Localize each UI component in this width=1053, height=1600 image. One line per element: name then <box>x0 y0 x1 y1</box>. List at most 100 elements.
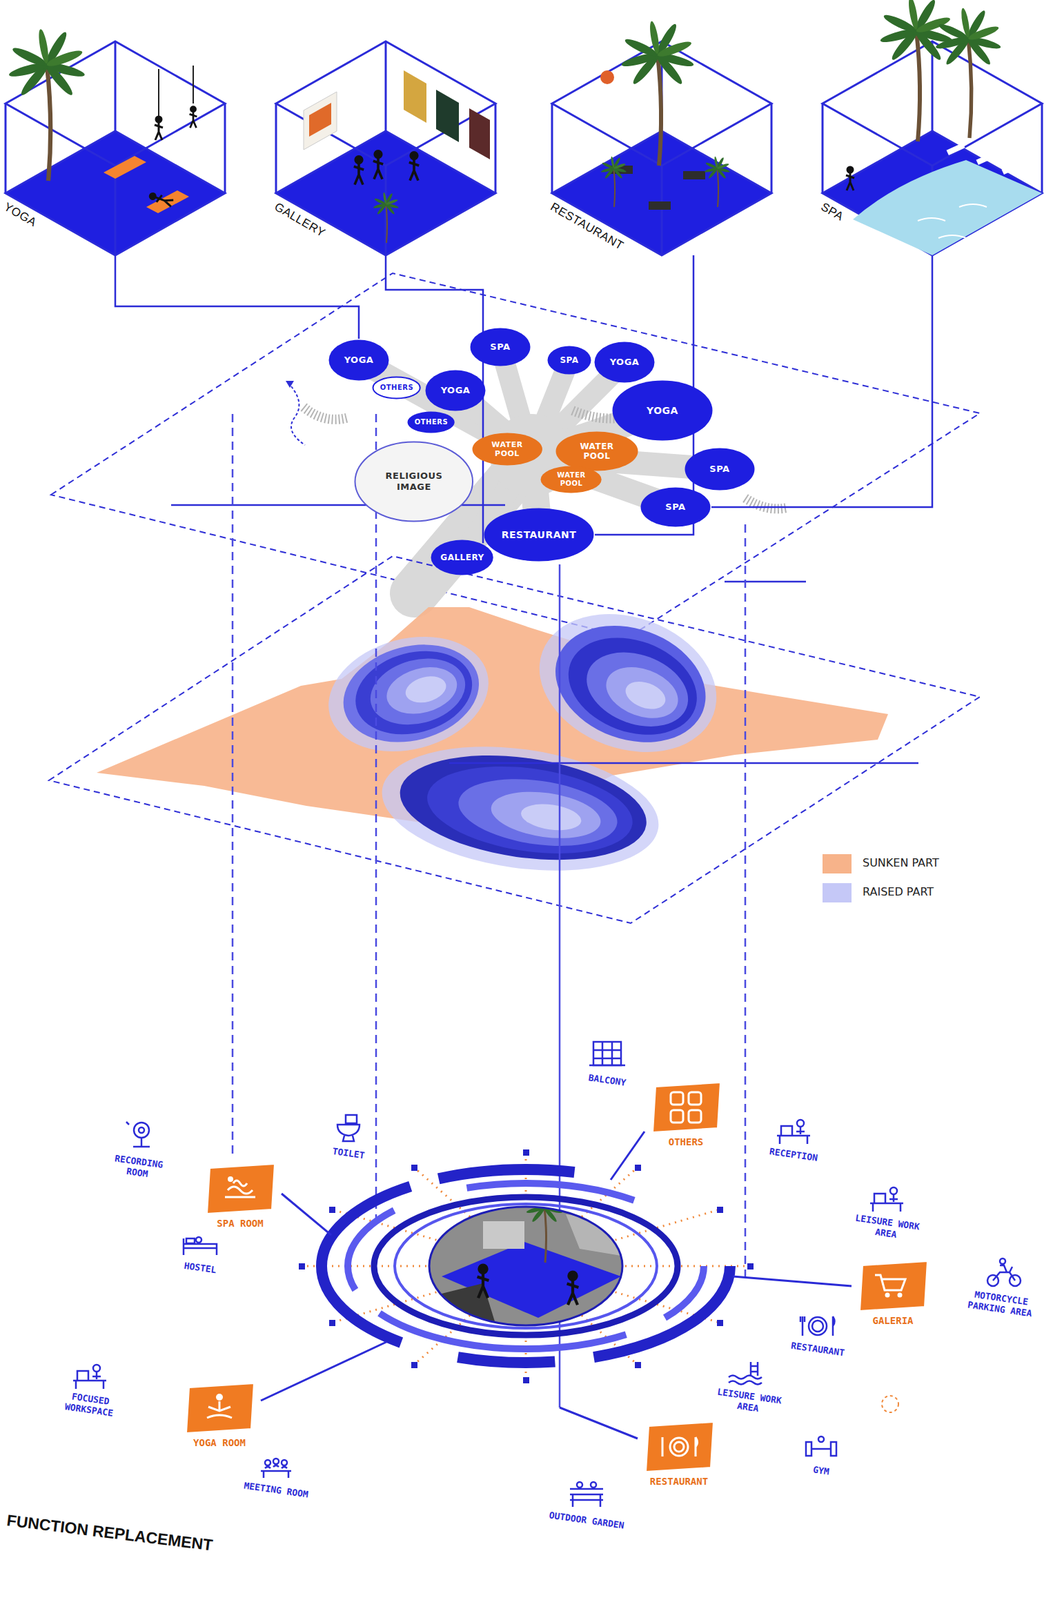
legend-swatch <box>822 854 852 874</box>
function-fill <box>652 1082 721 1133</box>
zone-label: SPA <box>709 463 730 475</box>
function-icon <box>670 1092 702 1123</box>
room-label: SPA <box>818 200 846 224</box>
zone-ellipse <box>373 377 421 399</box>
function-icon <box>662 1437 698 1457</box>
icon-label: RECORDING ROOM <box>102 1151 174 1184</box>
icon-label: HOSTEL <box>171 1259 228 1278</box>
function-box: RESTAURANT <box>633 1422 725 1489</box>
function-box: OTHERS <box>640 1082 732 1149</box>
label-anchor: RECORDING ROOM <box>103 1156 173 1180</box>
plan-layer <box>51 273 980 638</box>
icon-label: RESTAURANT <box>779 1338 856 1361</box>
zone-ellipse <box>555 431 638 472</box>
function-icons <box>73 1041 1021 1508</box>
hub-rings <box>321 1169 731 1363</box>
legend-text: SUNKEN PART <box>862 856 940 870</box>
zone-circle: YOGA <box>611 379 714 442</box>
zone-circle: WATER POOL <box>554 430 639 472</box>
zone-label: RELIGIOUS IMAGE <box>373 470 455 492</box>
guide-lines <box>232 414 746 1408</box>
function-shape <box>173 1383 265 1434</box>
function-box: YOGA ROOM <box>173 1383 265 1450</box>
function-label: OTHERS <box>640 1136 732 1149</box>
function-links <box>260 1131 852 1439</box>
zone-ellipse <box>355 442 474 522</box>
room-label: RESTAURANT <box>547 200 626 254</box>
function-box: SPA ROOM <box>194 1164 286 1231</box>
zone-circle: WATER POOL <box>471 431 544 467</box>
zone-ellipse <box>612 380 713 441</box>
icon-label: GYM <box>796 1462 846 1481</box>
label-anchor: FOCUSED WORKSPACE <box>51 1393 128 1417</box>
label-anchor: BALCONY <box>576 1075 639 1087</box>
zone-circle: OTHERS <box>406 410 456 435</box>
hub-photo <box>427 1190 628 1329</box>
icon-label: LEISURE WORK AREA <box>847 1212 926 1245</box>
room-label: GALLERY <box>271 200 328 241</box>
zone-ellipse <box>407 411 455 434</box>
restaurant-scene <box>600 20 731 210</box>
room-cubes <box>5 41 1042 256</box>
zone-ellipse <box>547 346 592 375</box>
label-anchor: LEISURE WORK AREA <box>848 1217 925 1241</box>
function-icon <box>207 1393 232 1419</box>
zone-circle: YOGA <box>593 340 656 384</box>
zone-label: WATER POOL <box>567 441 626 462</box>
hub-rays <box>301 1152 751 1381</box>
zone-label: SPA <box>665 501 686 513</box>
function-fill <box>645 1422 714 1472</box>
function-fill <box>207 1164 275 1214</box>
gallery-scene <box>303 70 490 243</box>
zone-label: WATER POOL <box>549 471 593 488</box>
legend-anchor: SUNKEN PART <box>862 856 940 870</box>
zone-circle: YOGA <box>327 338 390 382</box>
zone-ellipse <box>594 342 655 383</box>
icon-label: RECEPTION <box>758 1144 829 1166</box>
function-fill <box>859 1261 928 1312</box>
terrain-layer <box>48 556 980 924</box>
room-cube: GALLERY <box>276 41 496 256</box>
function-icon <box>874 1275 906 1298</box>
function-shape <box>640 1082 732 1133</box>
label-anchor: MOTORCYCLE PARKING AREA <box>962 1293 1039 1316</box>
legend-anchor: RAISED PART <box>862 885 934 899</box>
icon-label: LEISURE WORK AREA <box>709 1386 788 1419</box>
zone-circle: OTHERS <box>371 376 421 400</box>
zone-ellipse <box>685 448 755 491</box>
label-anchor: RECEPTION <box>759 1149 829 1161</box>
function-icon <box>224 1176 256 1198</box>
hub-squares <box>298 1149 754 1384</box>
zone-circle: SPA <box>683 447 756 492</box>
icon-label: MEETING ROOM <box>240 1480 311 1501</box>
icon-label: BALCONY <box>575 1070 639 1091</box>
zone-ellipse <box>641 487 711 528</box>
connector-line <box>115 255 359 339</box>
hub-photo-frame <box>429 1206 623 1326</box>
room-label: YOGA <box>1 200 39 230</box>
function-label: GALERIA <box>847 1315 939 1328</box>
function-label: RESTAURANT <box>633 1475 725 1489</box>
function-fill <box>186 1383 254 1434</box>
zone-label: RESTAURANT <box>501 529 577 541</box>
icon-label: OUTDOOR GARDEN <box>547 1509 625 1532</box>
deco-circle <box>881 1395 899 1413</box>
label-anchor: GYM <box>796 1465 846 1477</box>
zone-circle: SPA <box>469 327 532 368</box>
label-anchor: MEETING ROOM <box>241 1484 311 1497</box>
zone-ellipse <box>540 466 602 494</box>
zone-circle: SPA <box>639 486 712 528</box>
zone-label: YOGA <box>344 354 375 366</box>
zone-label: OTHERS <box>414 418 448 427</box>
function-shape <box>847 1261 939 1312</box>
zone-ellipse <box>329 340 390 381</box>
zone-circle: RELIGIOUS IMAGE <box>353 440 475 523</box>
function-box: GALERIA <box>847 1261 939 1328</box>
label-anchor: HOSTEL <box>172 1262 228 1274</box>
zone-label: YOGA <box>440 385 471 397</box>
function-shape <box>194 1164 286 1214</box>
